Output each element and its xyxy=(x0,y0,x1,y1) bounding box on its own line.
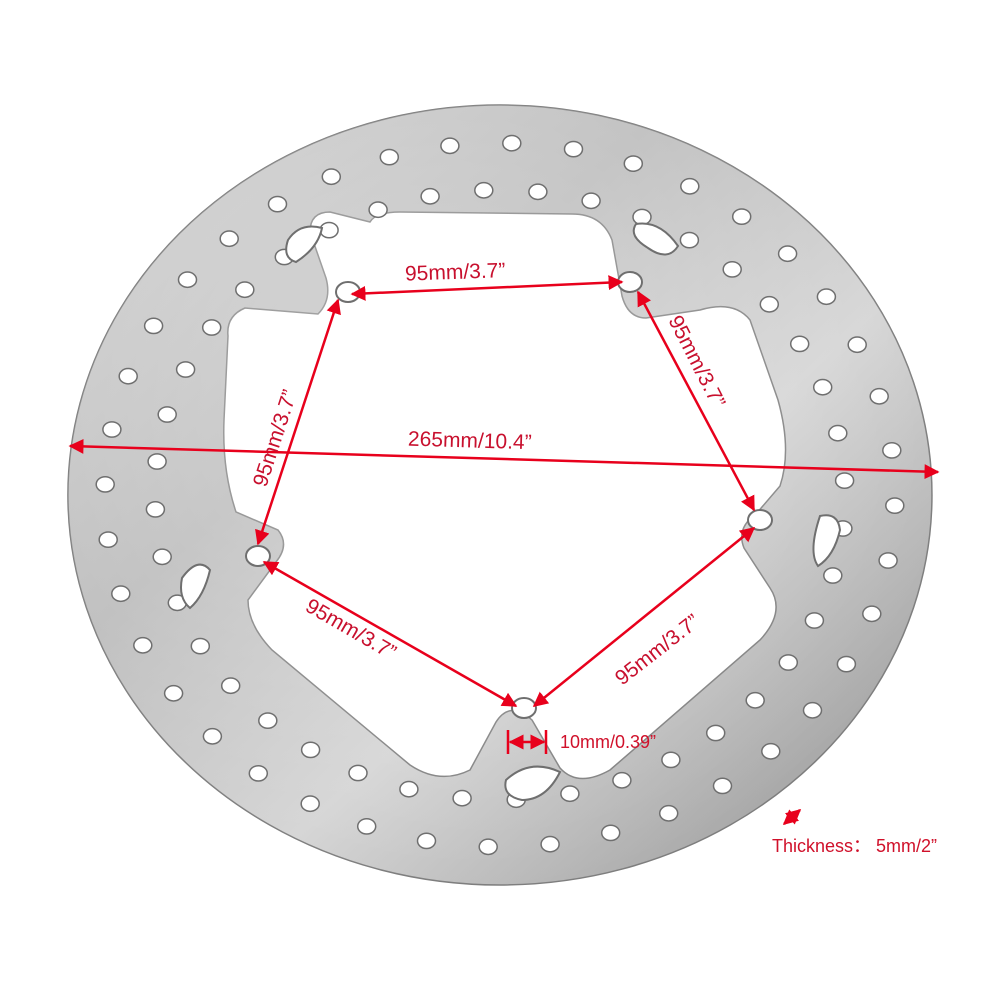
arrow-thickness xyxy=(782,809,802,825)
cooling-hole xyxy=(235,281,255,299)
cooling-hole xyxy=(828,424,848,442)
cooling-hole xyxy=(300,741,321,759)
cooling-hole xyxy=(321,168,342,186)
arrow-pcd-bottom-left xyxy=(262,560,518,708)
cooling-hole xyxy=(452,789,472,807)
disc-slots xyxy=(180,222,842,802)
cooling-hole xyxy=(163,684,184,702)
cooling-hole xyxy=(111,585,131,603)
cooling-hole xyxy=(731,208,752,226)
cooling-hole xyxy=(836,655,857,673)
cooling-hole xyxy=(202,727,223,745)
cooling-hole xyxy=(143,317,164,335)
cooling-hole xyxy=(98,531,118,548)
cooling-hole xyxy=(812,378,833,396)
arrow-pcd-bottom-right xyxy=(532,527,756,707)
label-thickness: Thickness： 5mm/2” xyxy=(772,836,937,856)
cooling-hole xyxy=(379,148,400,166)
cooling-hole xyxy=(502,134,522,152)
cooling-hole xyxy=(118,367,138,385)
cooling-hole xyxy=(190,637,211,655)
cooling-hole xyxy=(348,764,368,782)
cooling-hole xyxy=(802,701,823,719)
cooling-hole xyxy=(882,442,902,459)
cooling-hole xyxy=(862,605,882,623)
cooling-hole xyxy=(201,319,222,336)
cooling-hole xyxy=(778,654,799,671)
label-hole-diameter: 10mm/0.39” xyxy=(560,732,656,752)
arrow-pcd-left xyxy=(255,298,341,546)
cooling-hole xyxy=(804,612,825,629)
cooling-hole xyxy=(219,230,239,248)
cooling-hole xyxy=(95,476,115,493)
cooling-hole xyxy=(478,838,498,856)
cooling-hole xyxy=(869,387,889,405)
cooling-hole xyxy=(540,835,560,853)
cooling-hole xyxy=(102,421,122,438)
cooling-hole xyxy=(319,221,339,239)
cooling-hole xyxy=(474,181,494,199)
cooling-hole xyxy=(258,712,278,729)
cooling-hole xyxy=(563,140,584,158)
cooling-hole xyxy=(679,231,700,249)
cooling-hole xyxy=(623,155,644,173)
cooling-hole xyxy=(600,824,621,842)
cooling-hole xyxy=(834,472,855,490)
cooling-hole xyxy=(761,742,781,760)
cooling-hole xyxy=(133,636,153,654)
cooling-holes xyxy=(95,134,905,856)
cooling-hole xyxy=(759,295,780,313)
cooling-hole xyxy=(680,177,700,195)
cooling-hole xyxy=(356,818,377,835)
label-pcd-top: 95mm/3.7” xyxy=(405,259,506,285)
cooling-hole xyxy=(399,780,419,798)
cooling-hole xyxy=(420,187,440,205)
label-outer-diameter: 265mm/10.4” xyxy=(408,428,532,455)
arrow-outer-diameter xyxy=(68,438,940,480)
cooling-hole xyxy=(658,804,679,822)
cooling-hole xyxy=(722,261,742,278)
cooling-hole xyxy=(145,501,166,518)
cooling-hole xyxy=(220,677,241,695)
cooling-hole xyxy=(705,724,726,742)
cooling-hole xyxy=(157,406,177,423)
cooling-hole xyxy=(147,453,167,470)
cooling-hole xyxy=(177,271,198,289)
cooling-hole xyxy=(878,552,898,569)
cooling-hole xyxy=(661,751,681,769)
cooling-hole xyxy=(416,832,437,850)
cooling-hole xyxy=(368,201,388,219)
cooling-hole xyxy=(789,335,810,353)
dimension-arrows xyxy=(68,275,940,825)
brake-disc xyxy=(67,104,933,886)
arrow-pcd-top xyxy=(350,275,624,301)
cooling-hole xyxy=(816,288,837,306)
cooling-hole xyxy=(248,765,269,782)
cooling-hole xyxy=(777,245,798,263)
cooling-hole xyxy=(745,691,765,709)
cooling-hole xyxy=(632,208,652,226)
cooling-hole xyxy=(528,183,548,201)
cooling-hole xyxy=(823,567,843,584)
cooling-hole xyxy=(560,785,580,803)
cooling-hole xyxy=(712,777,733,795)
cooling-hole xyxy=(581,192,601,210)
cooling-hole xyxy=(300,795,320,813)
cooling-hole xyxy=(885,497,905,515)
cooling-hole xyxy=(440,137,460,155)
cooling-hole xyxy=(267,195,288,213)
cooling-hole xyxy=(175,361,196,378)
cooling-hole xyxy=(612,771,632,789)
cooling-hole xyxy=(847,336,867,354)
cooling-hole xyxy=(152,548,172,566)
